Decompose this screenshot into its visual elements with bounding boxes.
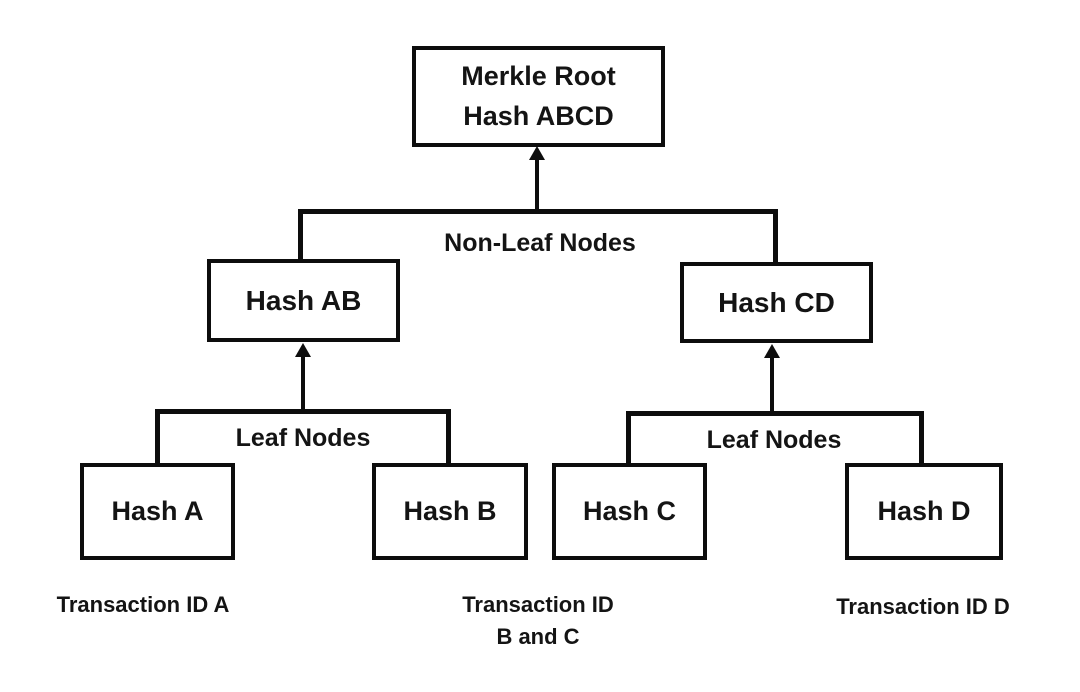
node-hash-a: Hash A	[80, 463, 235, 560]
node-hash-b-label: Hash B	[403, 496, 497, 526]
connector-leaf-left-v1	[155, 409, 160, 463]
node-merkle-root: Merkle Root Hash ABCD	[412, 46, 665, 147]
caption-transaction-bc: Transaction ID B and C	[428, 589, 648, 653]
label-leaf-nodes-right: Leaf Nodes	[706, 426, 842, 454]
node-hash-d-label: Hash D	[877, 496, 971, 526]
node-hash-b: Hash B	[372, 463, 528, 560]
node-hash-ab-label: Hash AB	[245, 284, 362, 316]
node-hash-ab: Hash AB	[207, 259, 400, 342]
connector-leaf-right-horizontal	[626, 411, 924, 416]
node-hash-a-label: Hash A	[111, 496, 204, 526]
node-hash-cd: Hash CD	[680, 262, 873, 343]
label-non-leaf-nodes: Non-Leaf Nodes	[444, 229, 636, 257]
node-hash-c-label: Hash C	[582, 496, 677, 526]
node-hash-cd-label: Hash CD	[718, 286, 835, 318]
connector-leaf-left-v2	[446, 409, 451, 463]
node-hash-d: Hash D	[845, 463, 1003, 560]
connector-leaf-right-v1	[626, 411, 631, 463]
connector-nonleaf-horizontal	[298, 209, 778, 214]
node-merkle-root-line1: Merkle Root	[461, 61, 616, 92]
connector-nonleaf-right-vertical	[773, 209, 778, 264]
caption-transaction-d: Transaction ID D	[836, 594, 1010, 619]
connector-hash-cd-stem	[770, 356, 774, 413]
connector-leaf-right-v2	[919, 411, 924, 463]
arrow-up-root-icon	[529, 146, 545, 160]
caption-transaction-bc-line1: Transaction ID	[462, 592, 614, 617]
caption-transaction-a: Transaction ID A	[56, 592, 230, 617]
node-hash-c: Hash C	[552, 463, 707, 560]
label-leaf-nodes-left: Leaf Nodes	[235, 424, 371, 452]
node-merkle-root-line2: Hash ABCD	[463, 100, 614, 131]
connector-root-stem	[535, 158, 539, 212]
node-merkle-root-label: Merkle Root Hash ABCD	[461, 57, 616, 135]
connector-hash-ab-stem	[301, 355, 305, 411]
connector-leaf-left-horizontal	[155, 409, 451, 414]
arrow-up-hash-ab-icon	[295, 343, 311, 357]
connector-nonleaf-left-vertical	[298, 209, 303, 261]
arrow-up-hash-cd-icon	[764, 344, 780, 358]
caption-transaction-bc-line2: B and C	[496, 623, 580, 649]
